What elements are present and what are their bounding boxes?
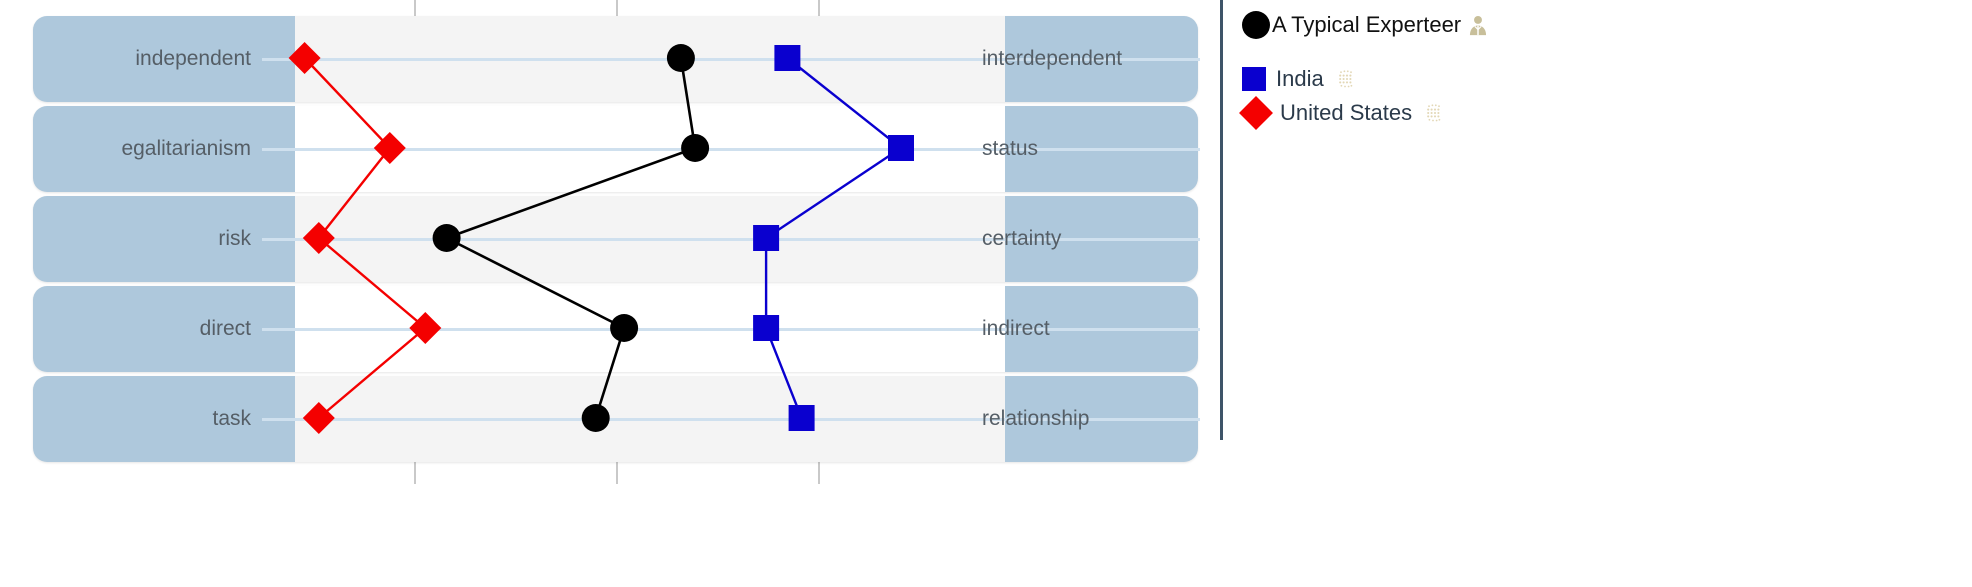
legend-label-united-states: United States bbox=[1280, 100, 1413, 125]
series-overlay bbox=[288, 42, 914, 434]
x-tick-bottom-3 bbox=[818, 458, 820, 484]
dimension-right-label-3: certainty bbox=[982, 227, 1062, 250]
series-line-1 bbox=[443, 57, 697, 419]
x-tick-bottom-1 bbox=[414, 458, 416, 484]
dimension-left-label-5: task bbox=[212, 407, 251, 430]
flag-dots-icon-united-states bbox=[1424, 103, 1444, 123]
baseline-5 bbox=[262, 418, 1200, 421]
baseline-4 bbox=[262, 328, 1200, 331]
x-tick-top-1 bbox=[414, 0, 416, 16]
legend-item-united-states[interactable]: United States bbox=[1239, 96, 1902, 130]
legend-divider bbox=[1220, 0, 1223, 440]
legend-panel: A Typical Experteer India bbox=[1220, 0, 1972, 587]
dimension-right-label-2: status bbox=[982, 137, 1039, 160]
square-marker-icon bbox=[1242, 67, 1266, 91]
flag-dots-icon-india bbox=[1336, 69, 1356, 89]
dimension-left-label-4: direct bbox=[199, 317, 251, 340]
baseline-1 bbox=[262, 58, 1200, 61]
data-point-marker[interactable] bbox=[888, 135, 914, 161]
legend: A Typical Experteer India bbox=[1239, 8, 1902, 130]
x-tick-top-2 bbox=[616, 0, 618, 16]
data-point-marker[interactable] bbox=[373, 132, 406, 164]
legend-item-a-typical-experteer[interactable]: A Typical Experteer bbox=[1242, 8, 1902, 42]
data-point-marker[interactable] bbox=[302, 402, 335, 434]
person-icon bbox=[1467, 13, 1489, 37]
x-tick-bottom-2 bbox=[616, 458, 618, 484]
baseline-3 bbox=[262, 238, 1200, 241]
dimension-left-label-2: egalitarianism bbox=[121, 137, 251, 160]
dimension-right-label-5: relationship bbox=[982, 407, 1090, 430]
series-line-2 bbox=[764, 57, 904, 419]
data-point-marker[interactable] bbox=[666, 44, 695, 72]
dimension-right-label-4: indirect bbox=[982, 317, 1050, 340]
chart-panel: independent interdependent egalitarianis… bbox=[33, 0, 1200, 484]
legend-spacer bbox=[1242, 42, 1902, 62]
data-point-marker[interactable] bbox=[753, 225, 780, 251]
data-point-marker[interactable] bbox=[432, 224, 461, 252]
data-point-marker[interactable] bbox=[774, 45, 801, 71]
plot-area: independent interdependent egalitarianis… bbox=[33, 0, 1200, 484]
data-point-marker[interactable] bbox=[409, 312, 442, 344]
diamond-marker-icon bbox=[1239, 96, 1273, 130]
dimension-left-label-1: independent bbox=[135, 47, 251, 70]
x-tick-top-3 bbox=[818, 0, 820, 16]
baseline-2 bbox=[262, 148, 1200, 151]
data-point-marker[interactable] bbox=[681, 134, 710, 162]
legend-label-experteer: A Typical Experteer bbox=[1272, 12, 1462, 37]
data-point-marker[interactable] bbox=[288, 42, 321, 74]
dimension-right-label-1: interdependent bbox=[982, 47, 1123, 70]
circle-marker-icon bbox=[1242, 11, 1270, 39]
data-point-marker[interactable] bbox=[581, 404, 610, 432]
data-point-marker[interactable] bbox=[302, 222, 335, 254]
data-point-marker[interactable] bbox=[610, 314, 639, 342]
legend-item-india[interactable]: India bbox=[1242, 62, 1902, 96]
data-point-marker[interactable] bbox=[753, 315, 780, 341]
dimension-left-label-3: risk bbox=[218, 227, 251, 250]
legend-label-india: India bbox=[1276, 66, 1324, 91]
data-point-marker[interactable] bbox=[788, 405, 815, 431]
